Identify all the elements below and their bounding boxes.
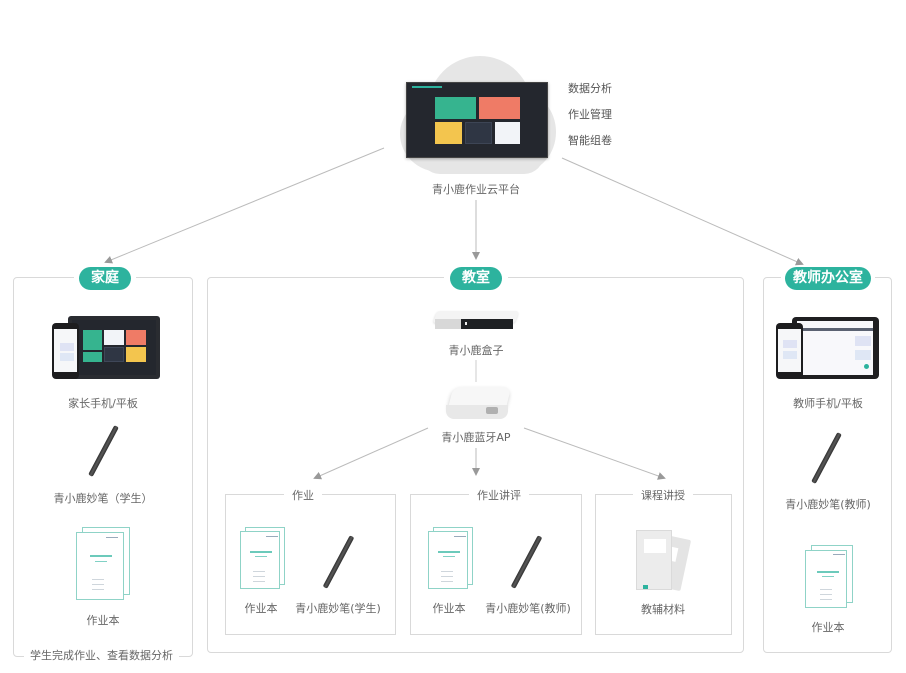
device-label: 教师手机/平板 <box>793 397 863 410</box>
group-item-label: 作业本 <box>244 602 278 615</box>
ap-label: 青小鹿蓝牙AP <box>441 431 511 444</box>
home-footer-note: 学生完成作业、查看数据分析 <box>24 647 179 663</box>
device-label: 作业本 <box>86 614 120 627</box>
device-label: 作业本 <box>811 621 845 634</box>
group-item-label: 作业本 <box>432 602 466 615</box>
feature-item: 作业管理 <box>568 108 612 121</box>
platform-tile <box>479 97 520 119</box>
classroom-badge: 教室 <box>450 267 502 290</box>
platform-tile <box>435 97 476 119</box>
arrow-ap-to-lecture <box>523 427 666 480</box>
platform-tile <box>435 122 462 144</box>
arrow-ap-to-homework <box>313 427 429 480</box>
cloud-platform-title: 青小鹿作业云平台 <box>432 183 520 196</box>
arrow-cloud-to-home <box>104 147 385 264</box>
arrow-cloud-to-office <box>561 157 804 266</box>
group-lecture: 课程讲授 <box>595 487 732 635</box>
hub-label: 青小鹿盒子 <box>448 344 504 357</box>
feature-item: 数据分析 <box>568 82 612 95</box>
device-label: 家长手机/平板 <box>68 397 138 410</box>
bluetooth-ap-icon <box>444 383 512 423</box>
group-homework: 作业 <box>225 487 396 635</box>
group-item-label: 青小鹿妙笔(学生) <box>295 602 381 615</box>
notebook-icon <box>428 527 474 591</box>
notebook-icon <box>240 527 286 591</box>
home-badge: 家庭 <box>79 267 131 290</box>
office-badge: 教师办公室 <box>785 267 871 290</box>
group-review: 作业讲评 <box>410 487 582 635</box>
platform-tile <box>495 122 520 144</box>
feature-item: 智能组卷 <box>568 134 612 147</box>
platform-tile <box>465 122 492 144</box>
cloud-feature-list: 数据分析 作业管理 智能组卷 <box>568 82 612 160</box>
group-title: 作业 <box>284 487 322 503</box>
device-label: 青小鹿妙笔（学生） <box>53 492 153 505</box>
notebook-icon <box>805 545 853 609</box>
group-item-label: 教辅材料 <box>641 603 685 616</box>
set-top-box-icon <box>432 307 520 333</box>
group-item-label: 青小鹿妙笔(教师) <box>485 602 571 615</box>
notebook-icon <box>76 527 130 601</box>
device-label: 青小鹿妙笔(教师) <box>785 498 871 511</box>
group-title: 作业讲评 <box>469 487 529 503</box>
group-title: 课程讲授 <box>633 487 693 503</box>
cloud-platform-screenshot <box>406 82 548 158</box>
